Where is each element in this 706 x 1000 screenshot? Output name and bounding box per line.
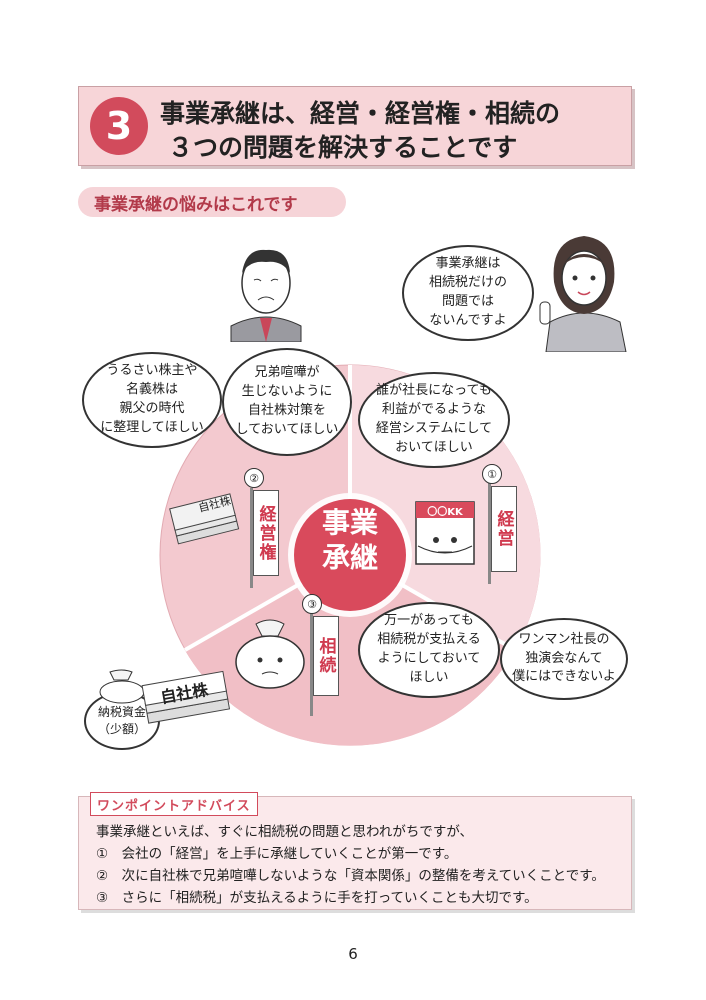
flag-pole-3 bbox=[310, 612, 313, 716]
advice-tag: ワンポイントアドバイス bbox=[90, 792, 258, 816]
stock-book-icon bbox=[141, 670, 231, 724]
speech-bubble-siblings: 兄弟喧嘩が 生じないように 自社株対策を しておいてほしい bbox=[222, 348, 352, 456]
company-box-label: 〇〇KK bbox=[427, 507, 463, 518]
page-number: 6 bbox=[348, 945, 358, 963]
page-title-line-1: 事業承継は、経営・経営権・相続の bbox=[160, 99, 561, 128]
small-money-bag-icon bbox=[99, 669, 145, 704]
stock-certificates-stack-icon bbox=[169, 493, 240, 545]
worried-man-icon bbox=[230, 249, 302, 342]
header-box bbox=[78, 86, 632, 166]
section-subtitle: 事業承継の悩みはこれです bbox=[78, 187, 346, 217]
company-box-icon bbox=[415, 501, 475, 565]
advice-item-2: ② 次に自社株で兄弟喧嘩しないような「資本関係」の整備を考えていくことです。 bbox=[96, 868, 605, 884]
page-title-line-2: ３つの問題を解決することです bbox=[168, 133, 518, 162]
section-number-badge: 3 bbox=[90, 97, 148, 155]
speech-bubble-inheritance: 万一があっても 相続税が支払える ようにしておいて ほしい bbox=[358, 602, 500, 698]
flag-number-2: ② bbox=[244, 468, 264, 488]
speech-bubble-one-man: ワンマン社長の 独演会なんて 僕にはできないよ bbox=[500, 618, 628, 700]
center-label: 事業 承継 bbox=[321, 506, 378, 574]
flag-number-3: ③ bbox=[302, 594, 322, 614]
flag-inheritance: 相続 bbox=[313, 616, 339, 696]
money-bag-icon bbox=[235, 619, 305, 689]
advice-item-3: ③ さらに「相続税」が支払えるように手を打っていくことも大切です。 bbox=[96, 890, 538, 906]
speech-bubble-shareholders: うるさい株主や 名義株は 親父の時代 に整理してほしい bbox=[82, 352, 222, 448]
speech-bubble-woman: 事業承継は 相続税だけの 問題では ないんですよ bbox=[402, 245, 534, 341]
explaining-woman-icon bbox=[539, 236, 627, 352]
advice-intro: 事業承継といえば、すぐに相続税の問題と思われがちですが、 bbox=[96, 824, 474, 840]
flag-pole-1 bbox=[488, 478, 491, 584]
flag-management: 経営 bbox=[491, 486, 517, 572]
flag-pole-2 bbox=[250, 488, 253, 588]
flag-number-1: ① bbox=[482, 464, 502, 484]
advice-item-1: ① 会社の「経営」を上手に承継していくことが第一です。 bbox=[96, 846, 458, 862]
speech-bubble-management: 誰が社長になっても 利益がでるような 経営システムにして おいてほしい bbox=[358, 372, 510, 468]
flag-management-rights: 経営権 bbox=[253, 490, 279, 576]
